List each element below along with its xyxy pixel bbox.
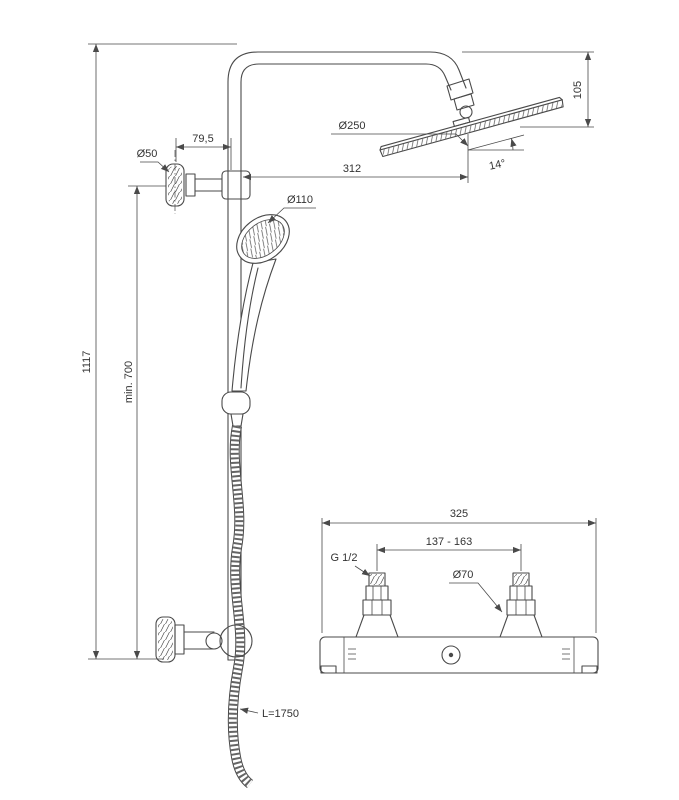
dim-thread-size-label: G 1/2 <box>331 552 358 564</box>
dim-bracket-offset-label: 79,5 <box>192 133 213 145</box>
dim-head-angle: 14° <box>467 134 525 173</box>
dim-mixer-width-label: 325 <box>450 508 468 520</box>
dim-wall-flange-diameter-label: Ø50 <box>137 148 158 160</box>
mixer-body <box>319 636 599 674</box>
dim-escutcheon-diameter-label: Ø70 <box>453 569 474 581</box>
shower-hose <box>227 424 254 788</box>
dim-head-diameter: Ø250 <box>331 120 469 147</box>
hand-shower-holder <box>221 391 251 415</box>
dim-hose-length: L=1750 <box>239 707 299 720</box>
dim-head-reach-label: 312 <box>343 163 361 175</box>
overhead-shower-head <box>379 96 564 158</box>
wall-bracket-top <box>165 150 251 214</box>
mixer-connection-right <box>499 572 543 638</box>
dim-connection-spacing-label: 137 - 163 <box>426 536 472 548</box>
dim-wall-flange-diameter: Ø50 <box>137 148 170 173</box>
dim-head-angle-label: 14° <box>488 157 507 172</box>
wall-bracket-bottom <box>155 616 253 663</box>
dim-connection-spacing: 137 - 163 <box>376 536 522 571</box>
dim-min-height: min. 700 <box>123 185 166 659</box>
head-swivel-connector <box>446 78 475 119</box>
dim-thread-size: G 1/2 <box>331 552 371 577</box>
hand-shower <box>221 214 290 427</box>
dim-hand-shower-diameter-label: Ø110 <box>287 194 313 206</box>
dim-hose-length-label: L=1750 <box>262 708 299 720</box>
mixer-center-cap <box>441 645 461 665</box>
mixer-valve <box>319 572 599 674</box>
mixer-connection-left <box>355 572 399 638</box>
dim-min-height-label: min. 700 <box>123 361 135 403</box>
dim-head-diameter-label: Ø250 <box>339 120 366 132</box>
dim-bracket-offset: 79,5 <box>175 133 232 170</box>
dim-escutcheon-diameter: Ø70 <box>449 569 503 613</box>
dim-head-drop-label: 105 <box>572 81 584 99</box>
dim-overall-height-label: 1117 <box>81 351 93 374</box>
dim-overall-height: 1117 <box>81 43 237 660</box>
dim-mixer-width: 325 <box>321 508 597 633</box>
dim-head-reach: 312 <box>243 134 469 183</box>
dim-head-drop: 105 <box>462 51 594 128</box>
dim-hand-shower-diameter: Ø110 <box>267 194 316 224</box>
